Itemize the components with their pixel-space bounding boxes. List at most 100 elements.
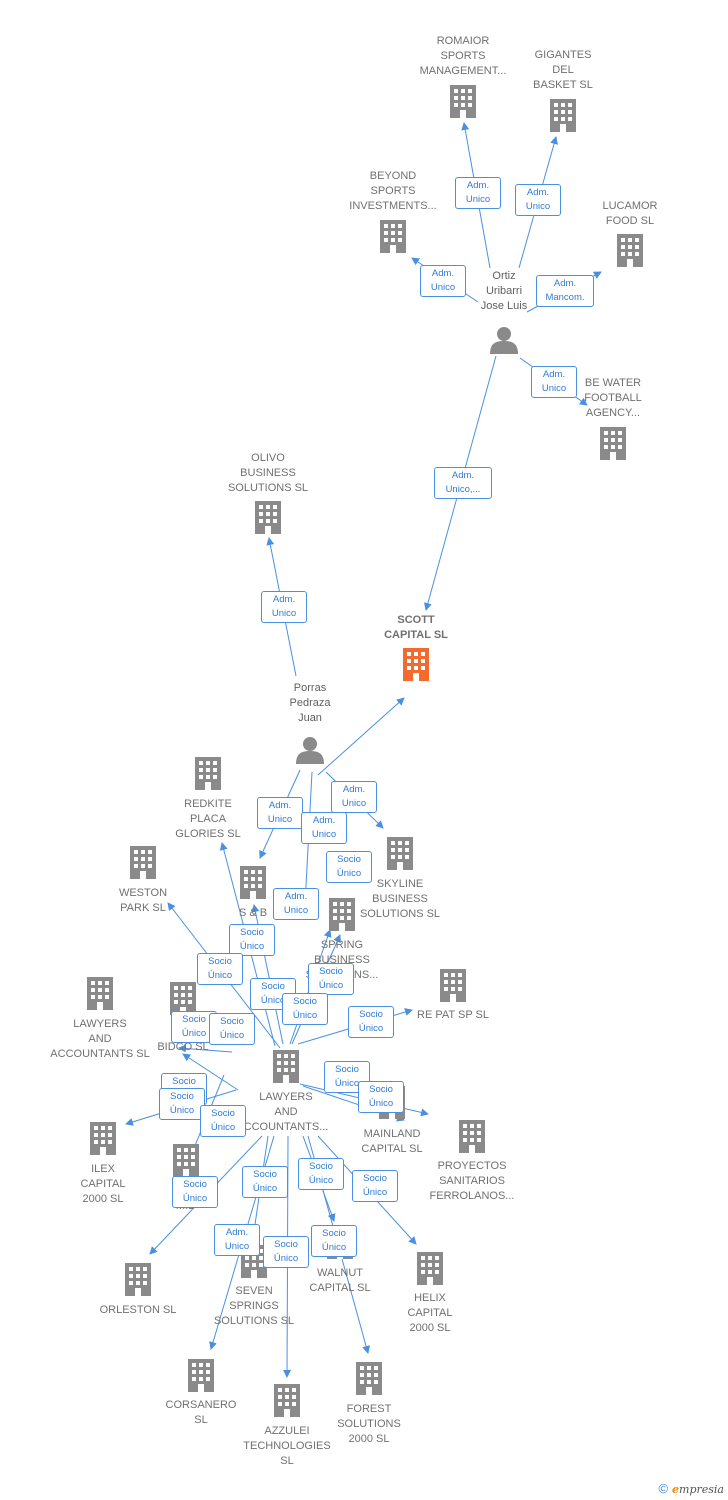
company-icon[interactable] xyxy=(380,220,406,253)
company-icon[interactable] xyxy=(617,234,643,267)
role-badge-line: Único xyxy=(239,941,265,952)
company-icon[interactable] xyxy=(387,837,413,870)
company-icon[interactable] xyxy=(329,898,355,931)
company-icon[interactable] xyxy=(600,427,626,460)
company-icon[interactable] xyxy=(130,846,156,879)
role-badge[interactable]: Adm.Unico xyxy=(331,781,377,813)
company-icon[interactable] xyxy=(273,1050,299,1083)
company-icon[interactable] xyxy=(125,1263,151,1296)
label-line: INVESTMENTS... xyxy=(349,200,437,212)
company-label-orleston[interactable]: ORLESTON SL xyxy=(100,1303,177,1318)
role-badge[interactable]: Adm.Unico xyxy=(420,265,466,297)
company-icon[interactable] xyxy=(450,85,476,118)
role-badge[interactable]: Adm.Unico xyxy=(301,812,347,844)
company-icon[interactable] xyxy=(240,866,266,899)
person-icon[interactable] xyxy=(296,737,324,764)
label-line: REDKITE xyxy=(184,798,232,810)
company-label-scott[interactable]: SCOTT CAPITAL SL xyxy=(384,613,448,643)
company-icon[interactable] xyxy=(550,99,576,132)
company-icon[interactable] xyxy=(417,1252,443,1285)
role-badge-line: Único xyxy=(169,1105,195,1116)
role-badge[interactable]: Adm.Mancom. xyxy=(536,275,594,307)
role-badge[interactable]: Adm.Unico xyxy=(261,591,307,623)
person-icon[interactable] xyxy=(490,327,518,354)
role-badge[interactable]: Adm.Unico xyxy=(515,184,561,216)
label-line: SKYLINE xyxy=(376,878,424,890)
role-badge-line: Socio xyxy=(211,1108,235,1119)
role-badge-line: Único xyxy=(368,1098,394,1109)
role-badge[interactable]: Adm.Unico xyxy=(214,1224,260,1256)
label-line: SEVEN xyxy=(235,1285,273,1297)
label-line: S & B xyxy=(238,907,268,919)
company-icon[interactable] xyxy=(87,977,113,1010)
role-badge[interactable]: Adm.Unico xyxy=(531,366,577,398)
role-badge[interactable]: Adm.Unico xyxy=(273,888,319,920)
role-badge-line: Único xyxy=(362,1187,388,1198)
label-line: 2000 SL xyxy=(409,1322,451,1334)
role-badge[interactable]: Adm.Unico,... xyxy=(434,467,492,499)
role-badge-line: Único xyxy=(210,1122,236,1133)
company-icon[interactable] xyxy=(195,757,221,790)
company-icon[interactable] xyxy=(173,1144,199,1177)
company-label-repat[interactable]: RE PAT SP SL xyxy=(417,1008,489,1023)
copyright-symbol: © xyxy=(658,1481,669,1496)
role-badge[interactable]: Adm.Unico xyxy=(257,797,303,829)
label-line: SOLUTIONS SL xyxy=(359,908,441,920)
main-company-icon[interactable] xyxy=(403,648,429,681)
company-icon[interactable] xyxy=(459,1120,485,1153)
company-icon[interactable] xyxy=(440,969,466,1002)
company-icon[interactable] xyxy=(274,1384,300,1417)
role-badge-line: Socio xyxy=(359,1009,383,1020)
label-line: CAPITAL SL xyxy=(384,629,448,641)
label-line: CAPITAL xyxy=(80,1178,126,1190)
company-icon[interactable] xyxy=(356,1362,382,1395)
company-label-sb[interactable]: S & B xyxy=(239,906,267,921)
role-badge-line: Unico xyxy=(341,798,367,809)
label-line: SCOTT xyxy=(397,614,435,626)
company-icon[interactable] xyxy=(188,1359,214,1392)
company-icon[interactable] xyxy=(255,501,281,534)
role-badge[interactable]: Adm.Unico xyxy=(455,177,501,209)
label-line: AZZULEI xyxy=(264,1425,310,1437)
company-icon[interactable] xyxy=(90,1122,116,1155)
role-badge-line: Socio xyxy=(274,1239,298,1250)
